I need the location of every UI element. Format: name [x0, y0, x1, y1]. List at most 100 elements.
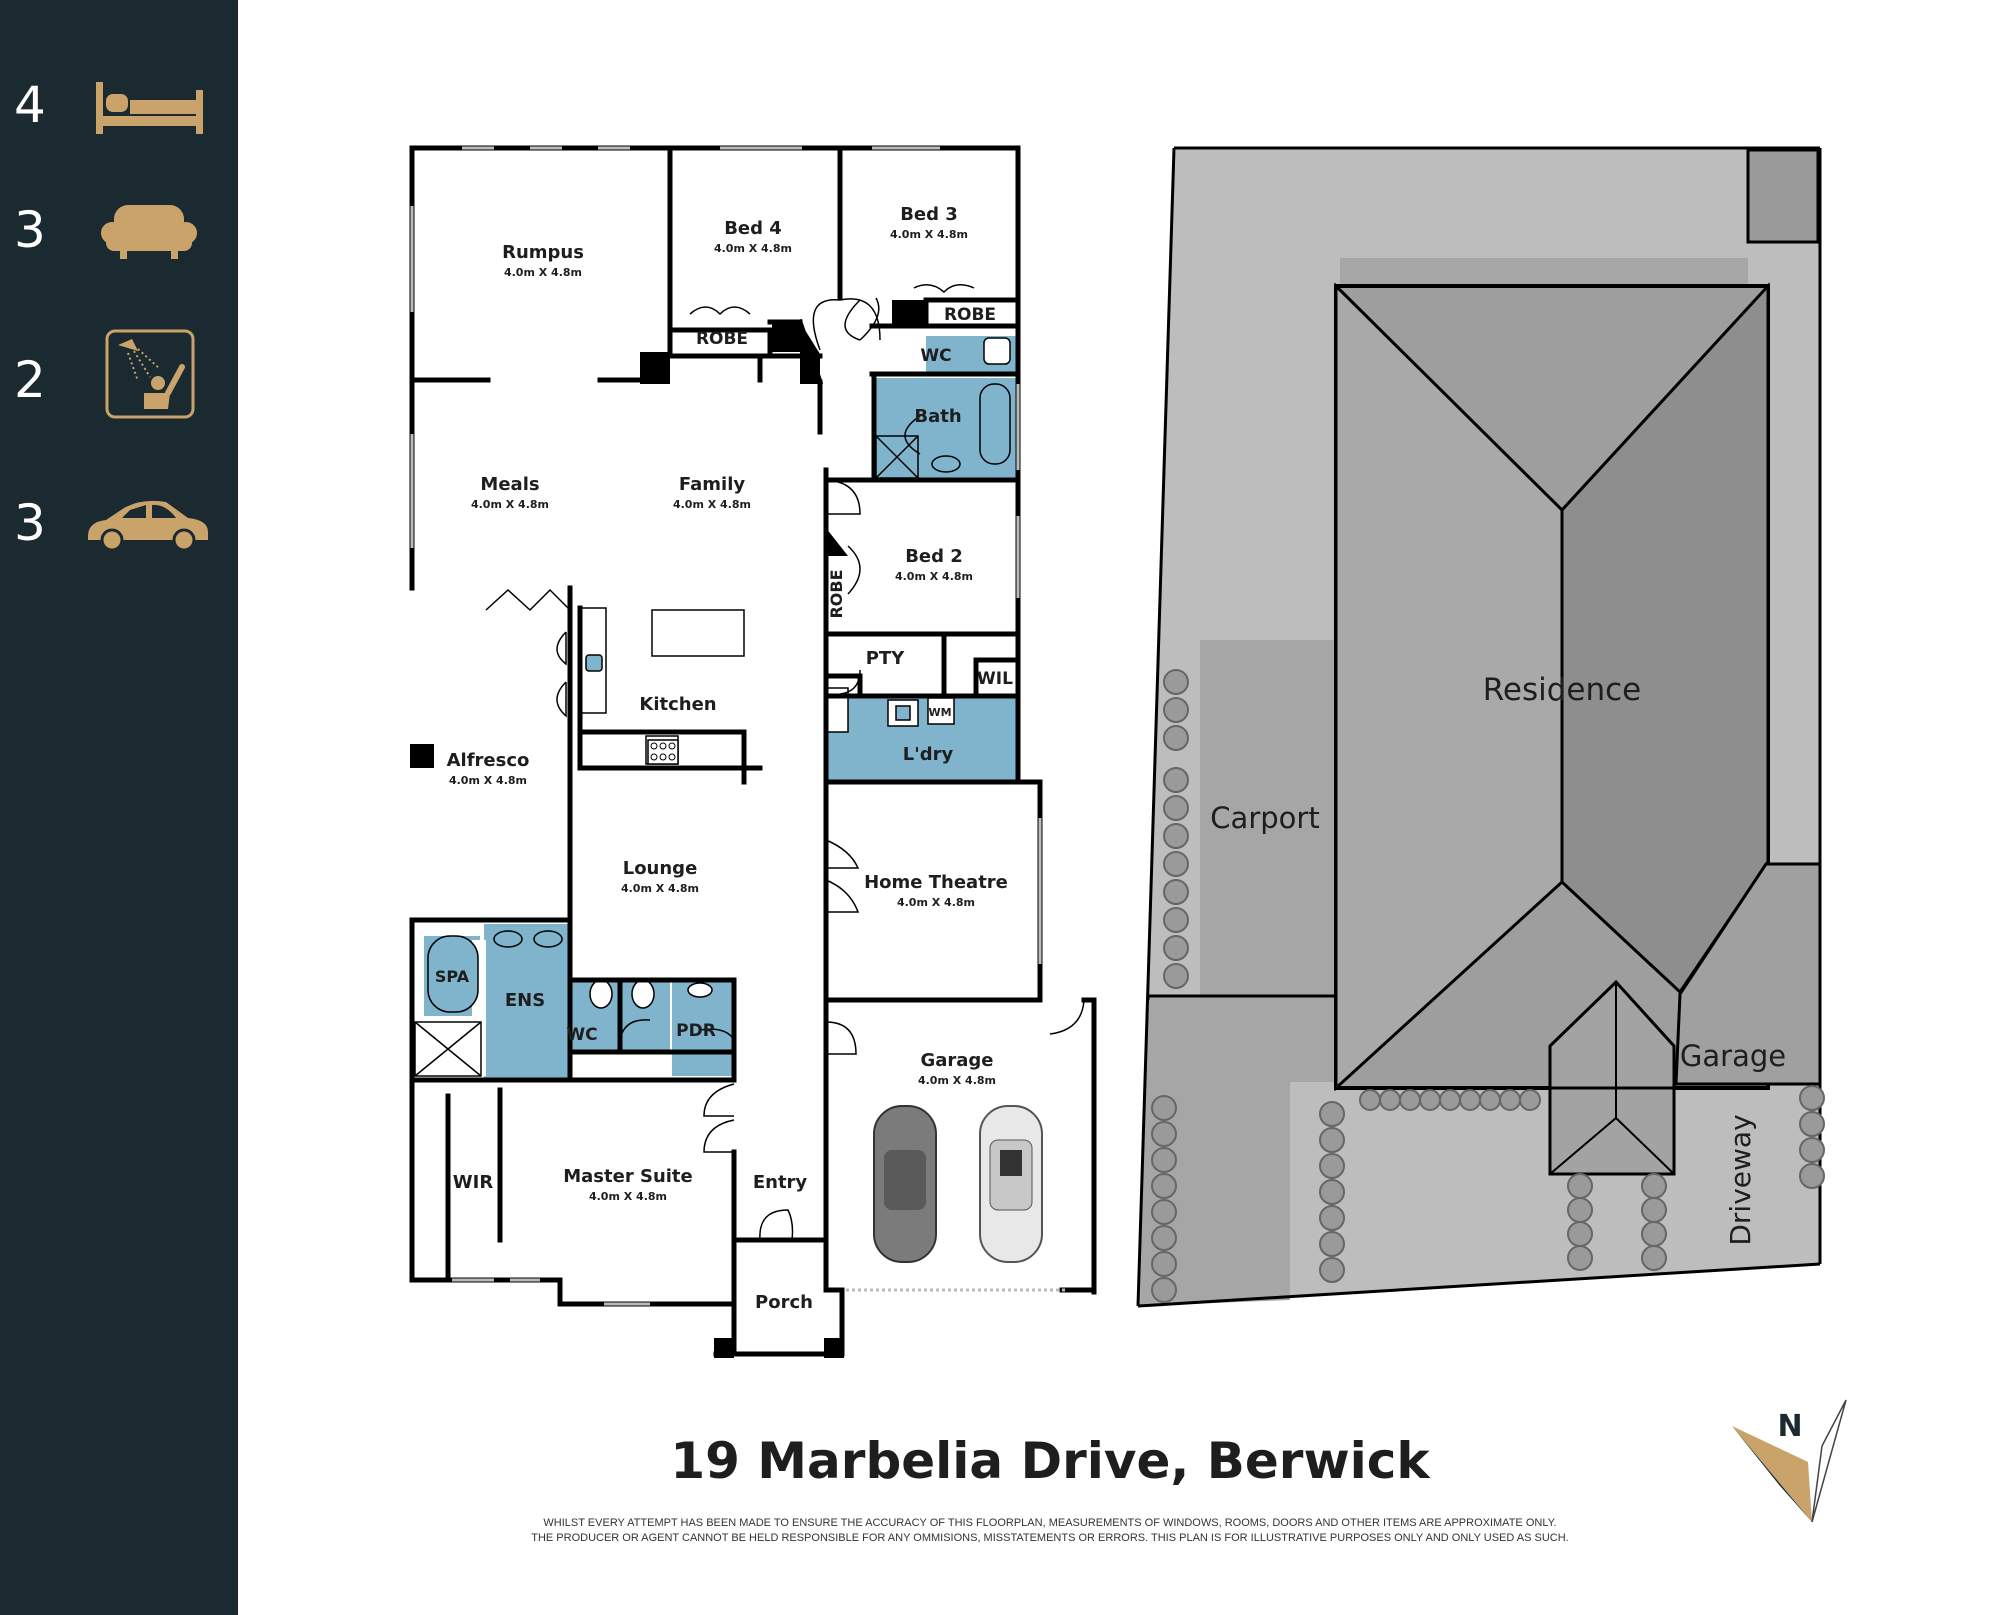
bathrooms-count: 2 [14, 351, 46, 409]
compass-label: N [1777, 1409, 1802, 1444]
shrub-icon [1163, 907, 1189, 933]
property-address: 19 Marbelia Drive, Berwick [670, 1432, 1430, 1490]
shrub-icon [1479, 1089, 1501, 1111]
shrub-icon [1151, 1147, 1177, 1173]
armchair-icon [101, 205, 197, 259]
shrub-icon [1799, 1137, 1825, 1163]
bedrooms-stat: 4 [0, 60, 238, 170]
room-robe-bed4: ROBE [696, 329, 748, 349]
shrub-icon [1163, 669, 1189, 695]
shrub-icon [1567, 1173, 1593, 1199]
room-wil: WIL [977, 669, 1013, 689]
shrub-icon [1151, 1199, 1177, 1225]
compass-north-icon: N [1732, 1399, 1847, 1523]
shrub-icon [1641, 1197, 1667, 1223]
shrub-icon [1151, 1277, 1177, 1303]
room-wm: WM [928, 706, 951, 719]
shrub-icon [1319, 1153, 1345, 1179]
wall-blocks [410, 300, 926, 1358]
shrub-icon [1799, 1085, 1825, 1111]
shrub-icon [1151, 1173, 1177, 1199]
windows [410, 146, 1066, 1306]
bathrooms-stat: 2 [0, 329, 238, 445]
shrub-icon [1641, 1245, 1667, 1271]
shrub-icon [1163, 963, 1189, 989]
room-wc-upper: WC [920, 346, 951, 366]
shrub-icon [1319, 1231, 1345, 1257]
living-count: 3 [14, 201, 46, 259]
shrub-icon [1163, 767, 1189, 793]
room-powder: PDR [676, 1021, 716, 1041]
room-spa: SPA [435, 967, 470, 986]
site-driveway-label: Driveway [1724, 1114, 1757, 1245]
shrub-icon [1519, 1089, 1541, 1111]
room-laundry: L'dry [903, 744, 954, 765]
room-family-dims: 4.0m X 4.8m [673, 498, 751, 511]
shrub-icon [1151, 1095, 1177, 1121]
room-master-suite: Master Suite [563, 1166, 693, 1187]
shrub-icon [1163, 795, 1189, 821]
bedrooms-count: 4 [14, 76, 46, 134]
site-residence-label: Residence [1483, 672, 1642, 708]
shrub-icon [1567, 1245, 1593, 1271]
room-wir: WIR [453, 1172, 494, 1193]
shrub-icon [1319, 1257, 1345, 1283]
feature-sidebar: 4 3 2 [0, 0, 238, 1615]
shrub-icon [1439, 1089, 1461, 1111]
shrub-icon [1319, 1179, 1345, 1205]
shrub-icon [1459, 1089, 1481, 1111]
room-garage: Garage [920, 1050, 993, 1071]
room-rumpus-dims: 4.0m X 4.8m [504, 266, 582, 279]
room-kitchen: Kitchen [639, 694, 716, 715]
room-rumpus: Rumpus [502, 242, 584, 263]
shrub-icon [1499, 1089, 1521, 1111]
shrub-icon [1419, 1089, 1441, 1111]
disclaimer-line-2: THE PRODUCER OR AGENT CANNOT BE HELD RES… [531, 1532, 1569, 1544]
room-master-suite-dims: 4.0m X 4.8m [589, 1190, 667, 1203]
room-family: Family [679, 474, 745, 495]
shower-icon [105, 329, 195, 419]
room-bath: Bath [914, 406, 961, 427]
shrub-icon [1163, 879, 1189, 905]
room-labels: Rumpus 4.0m X 4.8m Bed 4 4.0m X 4.8m Bed… [435, 204, 1013, 1313]
shrub-icon [1359, 1089, 1381, 1111]
room-meals-dims: 4.0m X 4.8m [471, 498, 549, 511]
site-carport-label: Carport [1210, 801, 1319, 835]
shrub-icon [1641, 1173, 1667, 1199]
car-spaces-count: 3 [14, 494, 46, 552]
shrub-icon [1799, 1111, 1825, 1137]
floor-plan: Rumpus 4.0m X 4.8m Bed 4 4.0m X 4.8m Bed… [409, 145, 1097, 1358]
shrub-icon [1399, 1089, 1421, 1111]
shrub-icon [1567, 1221, 1593, 1247]
room-alfresco-dims: 4.0m X 4.8m [449, 774, 527, 787]
room-meals: Meals [480, 474, 539, 495]
room-pantry: PTY [866, 648, 905, 669]
cooktop [647, 739, 679, 765]
room-ensuite: ENS [505, 990, 545, 1011]
shrub-icon [1163, 851, 1189, 877]
car-spaces-stat: 3 [0, 478, 238, 588]
room-bed3-dims: 4.0m X 4.8m [890, 228, 968, 241]
disclaimer: WHILST EVERY ATTEMPT HAS BEEN MADE TO EN… [450, 1516, 1650, 1546]
room-bed4-dims: 4.0m X 4.8m [714, 242, 792, 255]
shrub-icon [1567, 1197, 1593, 1223]
fixtures [414, 337, 1011, 1077]
living-stat: 3 [0, 185, 238, 295]
room-bed2: Bed 2 [905, 546, 963, 567]
site-plan: Residence Carport Garage Driveway [1136, 146, 1825, 1308]
shrub-icon [1163, 823, 1189, 849]
car-icon [88, 500, 208, 552]
shrub-icon [1319, 1205, 1345, 1231]
shrub-icon [1319, 1101, 1345, 1127]
shrub-icon [1319, 1127, 1345, 1153]
shrub-icon [1163, 725, 1189, 751]
garage-cars [873, 1105, 1043, 1263]
room-entry: Entry [753, 1172, 808, 1193]
shrub-icon [1151, 1225, 1177, 1251]
room-bed4: Bed 4 [724, 218, 782, 239]
room-bed2-dims: 4.0m X 4.8m [895, 570, 973, 583]
room-porch: Porch [755, 1292, 813, 1313]
room-bed3: Bed 3 [900, 204, 958, 225]
bed-icon [96, 82, 203, 134]
